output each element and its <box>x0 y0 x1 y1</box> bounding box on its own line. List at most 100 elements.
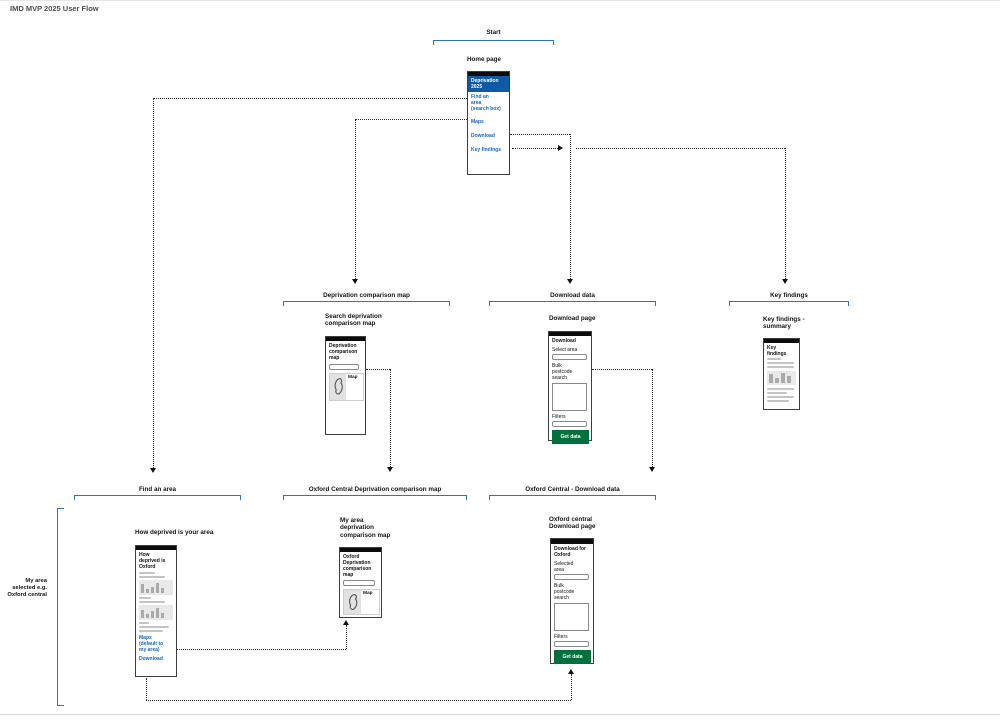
selected-area-input[interactable] <box>554 574 589 580</box>
connector-maps-link-arrow <box>343 620 349 625</box>
map-search-box[interactable] <box>343 580 375 586</box>
map-preview[interactable]: Map <box>343 589 380 615</box>
connector-keyfindings-arrow <box>782 279 788 284</box>
filters-input[interactable] <box>552 421 587 427</box>
download-title: Download <box>552 338 576 344</box>
bracket-find-area <box>74 495 241 500</box>
search-map-title: Deprivation comparison map <box>329 343 358 361</box>
bracket-label-deprivation-map: Deprivation comparison map <box>323 292 410 299</box>
placeholder-bar <box>161 613 164 618</box>
key-findings-card: Key findings <box>763 338 800 410</box>
placeholder-bar <box>787 376 791 383</box>
home-card-label: Home page <box>467 56 501 63</box>
connector-find-area-h <box>153 98 467 99</box>
selected-area-label: Selected area <box>554 561 574 573</box>
map-preview[interactable]: Map <box>329 373 364 401</box>
placeholder-bar-chart <box>767 371 796 385</box>
placeholder-bar <box>156 583 159 593</box>
bracket-deprivation-map <box>283 301 450 306</box>
map-search-box[interactable] <box>329 364 359 370</box>
connector-download-h <box>510 134 570 135</box>
filters-label: Filters <box>554 634 568 640</box>
browser-bar <box>326 337 365 341</box>
placeholder-text-line <box>139 630 163 632</box>
placeholder-text-line <box>767 366 794 368</box>
my-area-map-card: Oxford Deprivation comparison map Map <box>339 547 382 618</box>
home-link-find-area[interactable]: Find an area (search box) <box>471 94 501 112</box>
placeholder-text-line <box>139 597 151 599</box>
how-deprived-card-label: How deprived is your area <box>135 529 214 536</box>
connector-download-v <box>570 134 571 279</box>
connector-maps-h <box>355 119 467 120</box>
connector-maps-arrow <box>352 279 358 284</box>
page-bottom-rule <box>0 714 1000 715</box>
map-region-icon <box>330 374 346 400</box>
search-map-card-label: Search deprivation comparison map <box>325 313 382 328</box>
home-link-download[interactable]: Download <box>471 133 495 139</box>
placeholder-text-line <box>767 392 787 394</box>
connector-searchbox-h <box>366 369 390 370</box>
placeholder-text-line <box>767 358 781 360</box>
map-panel-label: Map <box>348 375 358 380</box>
bracket-label-find-area: Find an area <box>138 486 177 493</box>
connector-searchbox-v <box>390 369 391 467</box>
bulk-postcode-textarea[interactable] <box>552 383 587 411</box>
placeholder-bar <box>775 378 779 383</box>
placeholder-bar <box>151 587 154 593</box>
connector-keyfindings-h1 <box>512 148 558 149</box>
connector-find-area-v <box>153 98 154 468</box>
area-outline-icon <box>334 378 343 395</box>
my-area-map-card-label: My area deprivation comparison map <box>340 517 391 539</box>
placeholder-text-line <box>767 388 794 390</box>
get-data-button[interactable]: Get data <box>552 430 589 444</box>
placeholder-text-line <box>767 396 794 398</box>
area-outline-icon <box>348 593 357 610</box>
key-findings-card-label: Key findings - summary <box>763 316 805 331</box>
how-deprived-card: How deprived is Oxford Maps <box>135 545 177 677</box>
select-area-label: Select area <box>552 347 578 353</box>
connector-keyfindings-arrow-right <box>558 145 563 151</box>
browser-bar <box>136 546 176 550</box>
bracket-start <box>433 40 554 45</box>
connector-maps-link-v <box>346 625 347 649</box>
get-data-button[interactable]: Get data <box>554 650 591 664</box>
placeholder-text-line <box>767 400 789 402</box>
map-panel-label: Map <box>363 591 373 596</box>
filters-input[interactable] <box>554 641 589 647</box>
download-card-label: Download page <box>549 315 596 322</box>
home-link-key-findings[interactable]: Key findings <box>471 147 502 153</box>
connector-download-link-arrow <box>568 669 574 674</box>
connector-downloadarea-v <box>652 369 653 467</box>
bracket-label-my-area: My area selected e.g. Oxford central <box>7 578 47 599</box>
bracket-label-key-findings: Key findings <box>770 292 808 299</box>
download-link[interactable]: Download <box>139 656 163 662</box>
placeholder-text-line <box>139 622 149 624</box>
connector-download-link-v1 <box>146 678 147 700</box>
key-findings-title: Key findings <box>767 345 787 357</box>
connector-maps-v <box>355 119 356 279</box>
bulk-postcode-label: Bulk postcode search <box>552 363 573 381</box>
placeholder-bar <box>151 611 154 618</box>
my-area-map-title: Oxford Deprivation comparison map <box>343 554 372 578</box>
browser-bar <box>340 548 381 552</box>
select-area-input[interactable] <box>552 354 587 360</box>
site-header: Deprivation 2025 <box>468 76 509 92</box>
placeholder-bar <box>141 584 144 593</box>
oxford-download-card: Download for Oxford Selected area Bulk p… <box>550 538 594 664</box>
maps-default-link[interactable]: Maps (default to my area) <box>139 635 164 653</box>
how-deprived-title: How deprived is Oxford <box>139 552 166 570</box>
bracket-download-data <box>489 301 656 306</box>
browser-bar <box>468 72 509 76</box>
bracket-label-start: Start <box>486 29 501 36</box>
bracket-key-findings <box>729 301 849 306</box>
bulk-postcode-textarea[interactable] <box>554 603 589 631</box>
browser-bar <box>549 332 591 336</box>
bracket-label-download-data: Download data <box>550 292 595 299</box>
home-link-maps[interactable]: Maps <box>471 119 484 125</box>
connector-downloadarea-h <box>592 369 652 370</box>
search-map-card: Deprivation comparison map Map <box>325 336 366 435</box>
placeholder-bar <box>161 588 164 593</box>
connector-download-arrow <box>567 279 573 284</box>
connector-download-link-v2 <box>571 674 572 700</box>
